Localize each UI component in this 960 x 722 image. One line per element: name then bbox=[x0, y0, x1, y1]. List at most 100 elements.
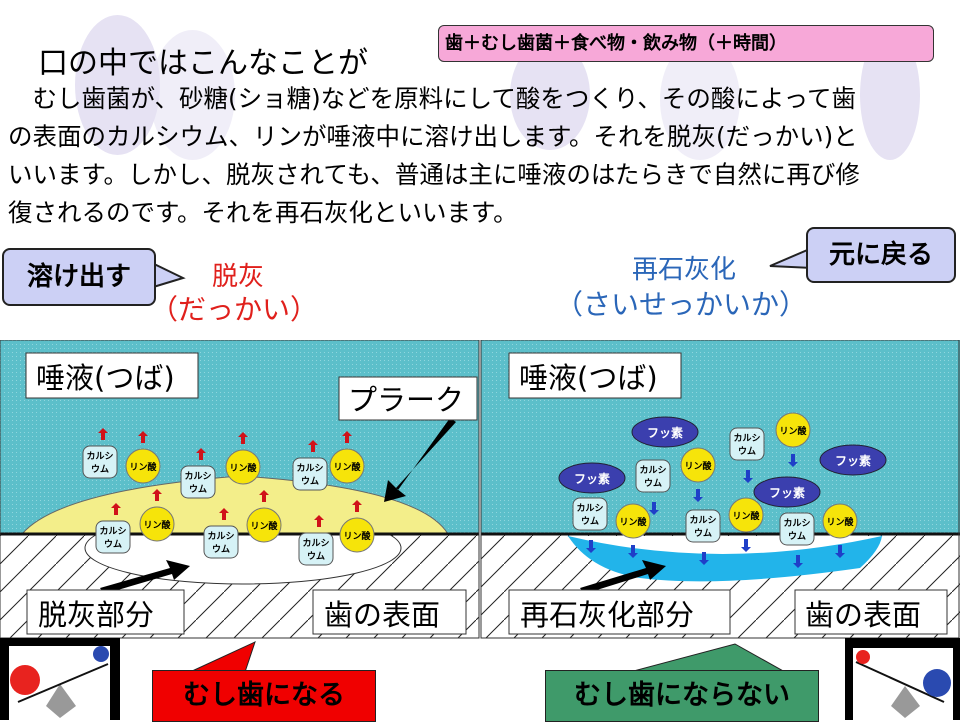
saliva-label: 唾液(つば) bbox=[519, 361, 658, 395]
fluoride-particle: フッ素 bbox=[558, 462, 626, 494]
calcium-label: カルシ bbox=[576, 503, 603, 514]
calcium-particle: カルシウム bbox=[572, 497, 608, 531]
calcium-label: ウム bbox=[104, 539, 122, 550]
down-arrow-icon bbox=[649, 502, 659, 515]
up-arrow-icon bbox=[98, 428, 108, 440]
calcium-label: ウム bbox=[644, 478, 662, 489]
dissolve-callout: 溶け出す bbox=[2, 248, 156, 306]
up-arrow-icon bbox=[219, 508, 229, 520]
phosphate-label: リン酸 bbox=[684, 460, 712, 472]
calcium-label: ウム bbox=[301, 476, 319, 487]
demineralization-reading: （だっかい） bbox=[150, 293, 319, 326]
down-arrow-icon bbox=[835, 545, 845, 558]
calcium-particle: カルシウム bbox=[82, 445, 118, 479]
calcium-particle: カルシウム bbox=[180, 465, 216, 499]
up-arrow-icon bbox=[152, 489, 162, 501]
calcium-label: ウム bbox=[788, 531, 806, 542]
demineralized-part-label: 脱灰部分 bbox=[38, 598, 154, 632]
fluoride-particle: フッ素 bbox=[631, 416, 699, 448]
phosphate-label: リン酸 bbox=[619, 516, 647, 528]
background-circle bbox=[75, 15, 160, 155]
paragraph-line: 復されるのです。それを再石灰化といいます。 bbox=[8, 198, 518, 227]
calcium-particle: カルシウム bbox=[292, 457, 328, 491]
tooth-surface-label: 歯の表面 bbox=[324, 598, 440, 632]
plaque-label: プラーク bbox=[348, 383, 464, 417]
down-arrow-icon bbox=[693, 489, 703, 502]
calcium-particle: カルシウム bbox=[635, 459, 671, 493]
fluoride-particle: フッ素 bbox=[819, 444, 887, 476]
calcium-label: ウム bbox=[307, 551, 325, 562]
calcium-label: カルシ bbox=[639, 465, 666, 476]
up-arrow-icon bbox=[352, 500, 362, 512]
calcium-label: カルシ bbox=[86, 451, 113, 462]
paragraph-line: いいます。しかし、脱灰されても、普通は主に唾液のはたらきで自然に再び修 bbox=[8, 160, 860, 189]
remineralized-part-label: 再石灰化部分 bbox=[520, 598, 694, 632]
phosphate-label: リン酸 bbox=[333, 461, 361, 473]
calcium-particle: カルシウム bbox=[298, 532, 334, 566]
tooth-diagram: カルシウムカルシウムカルシウムカルシウムカルシウムカルシウムリン酸リン酸リン酸リ… bbox=[0, 340, 960, 639]
phosphate-label: リン酸 bbox=[779, 425, 807, 437]
calcium-label: ウム bbox=[212, 544, 230, 555]
phosphate-label: リン酸 bbox=[732, 510, 760, 522]
calcium-particle: カルシウム bbox=[685, 509, 721, 543]
slide-title: 口の中ではこんなことが bbox=[38, 46, 368, 81]
phosphate-particle: リン酸 bbox=[329, 448, 365, 484]
up-arrow-icon bbox=[259, 490, 269, 502]
saliva-label: 唾液(つば) bbox=[36, 361, 175, 395]
phosphate-particle: リン酸 bbox=[246, 507, 282, 543]
background-circle bbox=[150, 30, 235, 160]
calcium-label: カルシ bbox=[733, 433, 760, 444]
paragraph-line: むし歯菌が、砂糖(ショ糖)などを原料にして酸をつくり、その酸によって歯 bbox=[8, 84, 856, 113]
phosphate-label: リン酸 bbox=[129, 461, 157, 473]
calcium-particle: カルシウム bbox=[95, 520, 131, 554]
phosphate-label: リン酸 bbox=[826, 516, 854, 528]
phosphate-particle: リン酸 bbox=[615, 503, 651, 539]
phosphate-particle: リン酸 bbox=[339, 517, 375, 553]
cavity-result-banner: むし歯になる bbox=[152, 670, 376, 722]
down-arrow-icon bbox=[628, 545, 638, 558]
calcium-label: カルシ bbox=[207, 531, 234, 542]
formula-box: 歯＋むし歯菌＋食べ物・飲み物（＋時間） bbox=[438, 25, 934, 62]
up-arrow-icon bbox=[196, 448, 206, 460]
calcium-label: ウム bbox=[694, 528, 712, 539]
calcium-label: カルシ bbox=[302, 538, 329, 549]
phosphate-particle: リン酸 bbox=[822, 503, 858, 539]
calcium-label: ウム bbox=[189, 484, 207, 495]
remineralization-term: 再石灰化 bbox=[632, 255, 737, 285]
down-arrow-icon bbox=[699, 552, 709, 565]
calcium-label: カルシ bbox=[783, 518, 810, 529]
tooth-surface-label: 歯の表面 bbox=[805, 598, 921, 632]
calcium-label: カルシ bbox=[296, 463, 323, 474]
up-arrow-icon bbox=[342, 431, 352, 443]
calcium-label: ウム bbox=[738, 446, 756, 457]
up-arrow-icon bbox=[308, 440, 318, 452]
down-arrow-icon bbox=[741, 539, 751, 552]
demineralization-term: 脱灰 bbox=[212, 262, 265, 292]
phosphate-label: リン酸 bbox=[229, 462, 257, 474]
plaque-arrow-icon bbox=[384, 418, 456, 502]
left-panel bbox=[0, 340, 480, 639]
down-arrow-icon bbox=[586, 540, 596, 553]
fluoride-label: フッ素 bbox=[574, 471, 610, 486]
calcium-particle: カルシウム bbox=[779, 512, 815, 546]
up-arrow-icon bbox=[314, 515, 324, 527]
callout-pointers bbox=[149, 246, 813, 290]
calcium-label: カルシ bbox=[99, 526, 126, 537]
calcium-label: ウム bbox=[581, 516, 599, 527]
restore-callout: 元に戻る bbox=[806, 227, 956, 283]
seesaw-unbalanced-icon bbox=[0, 638, 120, 720]
calcium-label: カルシ bbox=[689, 515, 716, 526]
phosphate-label: リン酸 bbox=[250, 520, 278, 532]
up-arrow-icon bbox=[138, 431, 148, 443]
down-arrow-icon bbox=[793, 555, 803, 568]
phosphate-particle: リン酸 bbox=[125, 448, 161, 484]
phosphate-particle: リン酸 bbox=[225, 449, 261, 485]
bottom-area bbox=[0, 638, 960, 720]
fluoride-particle: フッ素 bbox=[753, 476, 821, 508]
phosphate-particle: リン酸 bbox=[680, 447, 716, 483]
calcium-particle: カルシウム bbox=[729, 427, 765, 461]
phosphate-label: リン酸 bbox=[343, 530, 371, 542]
down-arrow-icon bbox=[788, 454, 798, 467]
fluoride-label: フッ素 bbox=[835, 453, 871, 468]
region-arrow-icon bbox=[580, 560, 666, 594]
